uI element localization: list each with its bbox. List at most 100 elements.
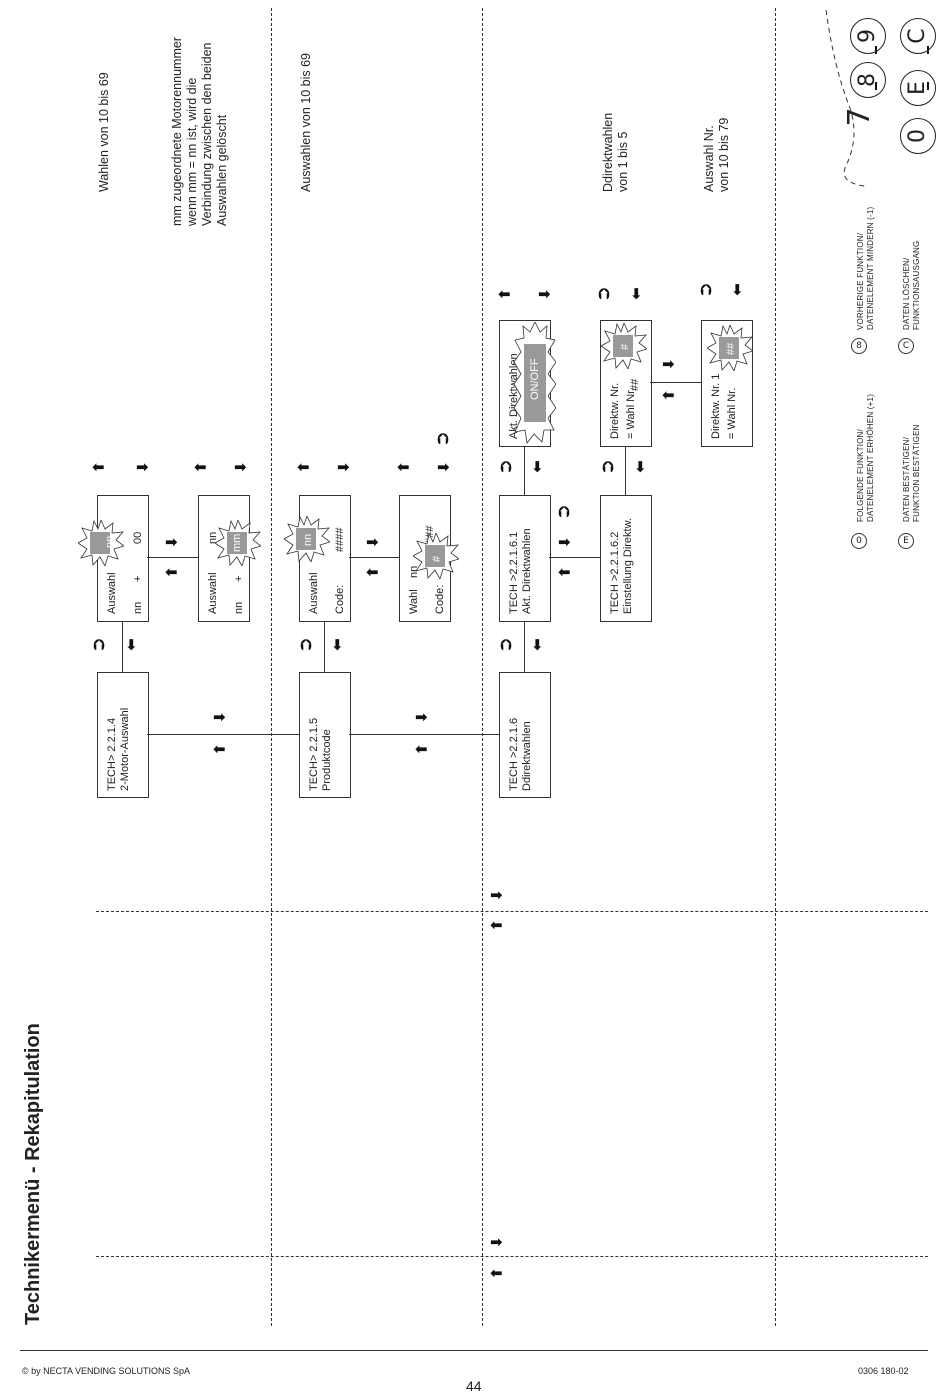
connector: [147, 557, 198, 558]
blink-burst: [215, 520, 261, 566]
arrow-right-icon: ➡: [437, 458, 450, 476]
node-code: TECH >2.2.1.6.2: [609, 531, 621, 614]
blink-burst: [601, 323, 647, 369]
page-number: 44: [466, 1378, 482, 1394]
arrow-right-icon: ➡: [213, 708, 226, 726]
grid-line: [482, 8, 483, 1326]
connector: [349, 734, 499, 735]
connector: [147, 734, 299, 735]
screen-line: Auswahl: [308, 572, 320, 614]
connector: [524, 620, 525, 672]
note-direct: Ddirektwahlen von 1 bis 5: [601, 112, 630, 192]
arrow-right-icon: ➡: [538, 285, 551, 303]
screen-line: Direktw. Nr.: [609, 382, 621, 439]
arrow-right-icon: ➡: [136, 458, 149, 476]
blink-burst: [284, 516, 330, 562]
connector: [549, 557, 600, 558]
arrow-return-icon: ⮉: [598, 285, 610, 303]
arrow-return-icon: ⮉: [558, 503, 570, 521]
arrow-right-icon: ➡: [165, 533, 178, 551]
display-screen-code-a: Auswahl Code: ####: [299, 495, 351, 622]
screen-plus: +: [233, 575, 245, 582]
page-title: Technikermenü - Rekapitulation: [22, 1023, 44, 1325]
node-label: Produktcode: [321, 729, 333, 791]
arrow-left-icon: ⬅: [490, 916, 503, 934]
screen-value: nn: [132, 601, 144, 614]
keypad-diagram: [825, 9, 929, 187]
grid-line: [96, 911, 928, 912]
key-c-icon: C: [900, 18, 936, 54]
blink-value: ##: [725, 342, 737, 355]
arrow-left-icon: ⬅: [498, 285, 511, 303]
arrow-left-icon: ⬅: [397, 458, 410, 476]
blink-burst: [78, 520, 124, 566]
key-0-icon: 0: [900, 118, 936, 154]
node-label: Akt. Direktwahlen: [521, 528, 533, 614]
menu-node-2215: TECH> 2.2.1.5 Produktcode: [299, 672, 351, 798]
key-c-icon: C: [898, 338, 914, 354]
screen-line: Auswahl: [106, 572, 118, 614]
screen-line: Auswahl: [207, 572, 219, 614]
arrow-down-icon: ⬇: [630, 285, 643, 303]
connector: [650, 382, 701, 383]
arrow-right-icon: ➡: [415, 708, 428, 726]
screen-hash: ####: [334, 527, 346, 552]
note-selection: Auswahl Nr. von 10 bis 79: [702, 117, 731, 192]
key-8-icon: 8: [850, 62, 886, 98]
arrow-left-icon: ⬅: [662, 386, 675, 404]
legend-item: DATEN BESTÄTIGEN/ FUNKTION BESTÄTIGEN: [902, 424, 921, 522]
connector: [625, 445, 626, 495]
node-code: TECH >2.2.1.6.1: [508, 531, 520, 614]
connector: [524, 445, 525, 495]
arrow-down-icon: ⬇: [531, 636, 544, 654]
screen-line: = Wahl Nr.: [625, 387, 637, 439]
screen-code: Code:: [334, 584, 346, 614]
note-range: Auswahlen von 10 bis 69: [299, 53, 313, 192]
arrow-left-icon: ⬅: [194, 458, 207, 476]
blink-value: nn: [104, 535, 116, 548]
arrow-down-icon: ⬇: [331, 636, 344, 654]
screen-plus: +: [132, 575, 144, 582]
grid-line: [775, 8, 776, 1326]
arrow-right-icon: ➡: [490, 1233, 503, 1251]
node-code: TECH> 2.2.1.4: [106, 717, 118, 791]
node-label: 2-Motor-Auswahl: [119, 707, 131, 791]
key-9-icon: 9: [850, 18, 886, 54]
node-label: Ddirektwahlen: [521, 721, 533, 791]
arrow-left-icon: ⬅: [558, 563, 571, 581]
blink-value: mm: [231, 533, 243, 552]
connector: [122, 620, 123, 672]
arrow-right-icon: ➡: [337, 458, 350, 476]
arrow-left-icon: ⬅: [490, 1264, 503, 1282]
arrow-right-icon: ➡: [662, 355, 675, 373]
menu-node-22161: TECH >2.2.1.6.1 Akt. Direktwahlen: [499, 495, 551, 622]
copyright: © by NECTA VENDING SOLUTIONS SpA: [22, 1366, 191, 1376]
screen-value: nn: [233, 601, 245, 614]
screen-line: Wahl: [408, 589, 420, 614]
arrow-left-icon: ⬅: [165, 563, 178, 581]
blink-burst: [413, 533, 459, 579]
arrow-right-icon: ➡: [234, 458, 247, 476]
arrow-down-icon: ⬇: [634, 458, 647, 476]
legend-item: VORHERIGE FUNKTION/ DATENELEMENT MINDERN…: [856, 206, 875, 330]
legend-item: FOLGENDE FUNKTION/ DATENELEMENT ERHÖHEN …: [856, 393, 875, 522]
arrow-return-icon: ⮉: [437, 430, 449, 448]
connector: [349, 557, 399, 558]
footer-rule: [20, 1350, 928, 1351]
screen-hash: ##: [629, 378, 641, 391]
blink-value: #: [619, 343, 631, 350]
arrow-return-icon: ⮉: [700, 281, 712, 299]
arrow-down-icon: ⬇: [731, 281, 744, 299]
arrow-right-icon: ➡: [366, 533, 379, 551]
key-e-icon: E: [898, 533, 914, 549]
grid-line: [96, 1256, 928, 1257]
arrow-left-icon: ⬅: [92, 458, 105, 476]
arrow-right-icon: ➡: [490, 886, 503, 904]
blink-value: #: [431, 555, 443, 562]
legend-item: DATEN LÖSCHEN/ FUNKTIONSAUSGANG: [902, 240, 921, 330]
screen-mm: 00: [132, 531, 144, 544]
arrow-return-icon: ⮉: [500, 458, 512, 476]
menu-node-22162: TECH >2.2.1.6.2 Einstellung Direktw.: [600, 495, 652, 622]
arrow-down-icon: ⬇: [125, 636, 138, 654]
